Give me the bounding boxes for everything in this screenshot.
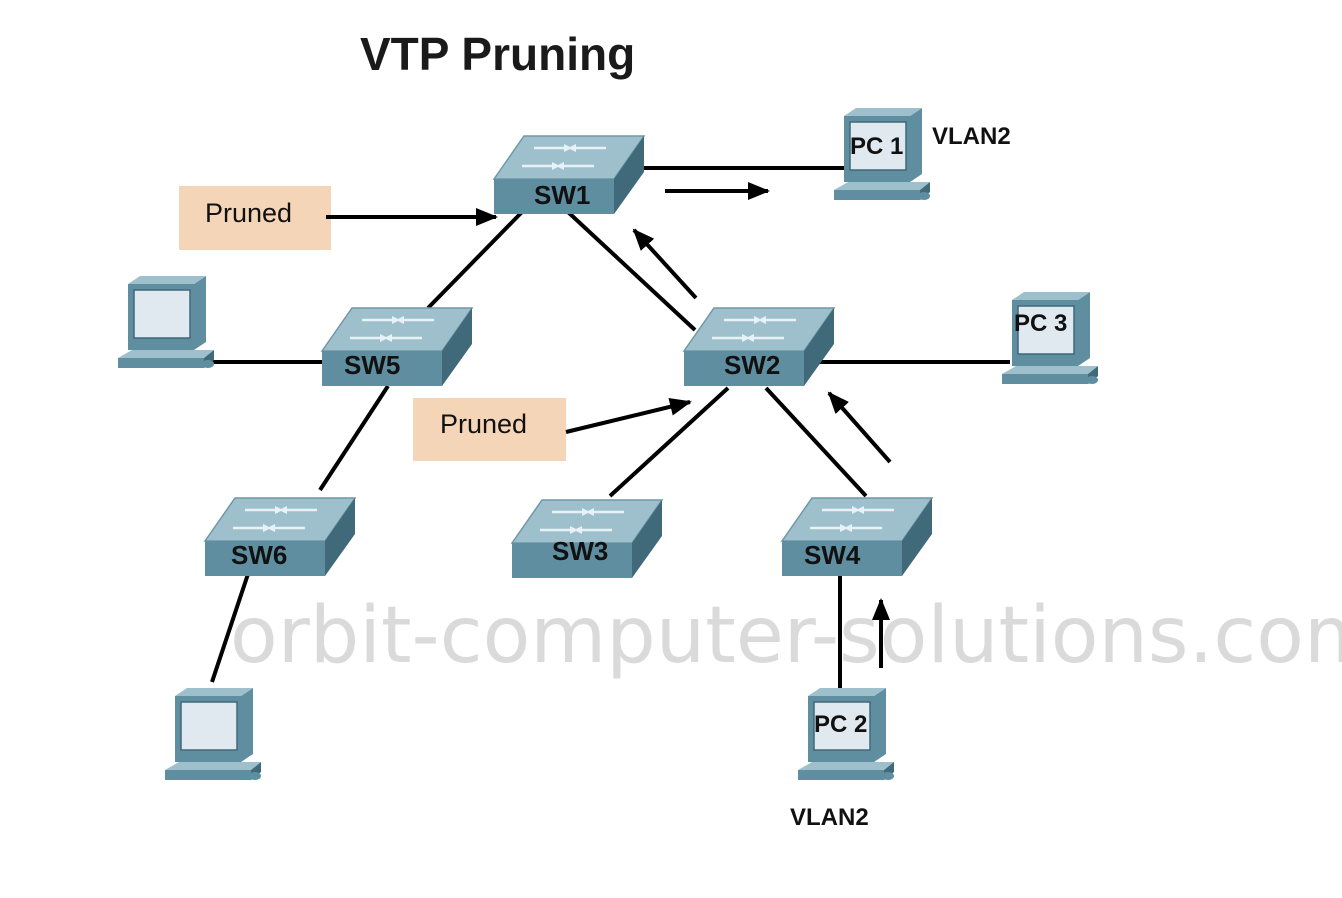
flow-arrows — [632, 182, 892, 668]
switch-sw1: SW1 — [492, 134, 646, 216]
link-sw2-sw4 — [764, 386, 868, 498]
pruned-text-top: Pruned — [205, 198, 292, 228]
switch-label-sw2: SW2 — [724, 350, 780, 380]
switch-label-sw6: SW6 — [231, 540, 287, 570]
vlan-label-pc1: VLAN2 — [932, 123, 1011, 150]
link-sw5-sw6 — [318, 384, 390, 492]
switch-sw3: SW3 — [510, 498, 664, 580]
switch-label-sw3: SW3 — [552, 536, 608, 566]
pc-2: PC 2 — [797, 687, 895, 781]
switch-sw6: SW6 — [203, 496, 357, 578]
pc-sw5 — [117, 275, 215, 369]
link-sw2-sw3 — [608, 386, 730, 498]
switch-label-sw1: SW1 — [534, 180, 590, 210]
links — [208, 166, 1010, 690]
switch-sw2: SW2 — [682, 306, 836, 388]
switch-label-sw4: SW4 — [804, 540, 861, 570]
vlan-label-pc2: VLAN2 — [790, 804, 869, 831]
link-sw1-sw2 — [566, 210, 697, 332]
watermark: orbit-computer-solutions.com — [230, 591, 1342, 681]
switch-label-sw5: SW5 — [344, 350, 400, 380]
pc-label-3: PC 3 — [1014, 310, 1067, 337]
pruned-text-middle: Pruned — [440, 409, 527, 439]
page-title: VTP Pruning — [360, 28, 635, 80]
link-sw1-sw5 — [426, 210, 524, 310]
pc-label-2: PC 2 — [814, 711, 867, 738]
link-sw6-pc — [210, 573, 250, 683]
pruned-label-top: Pruned — [179, 186, 331, 250]
pruned-label-middle: Pruned — [413, 398, 566, 461]
pc-1: PC 1 — [833, 107, 931, 201]
flow-arrow-sw4-to-sw2 — [827, 391, 892, 464]
pc-label-1: PC 1 — [850, 133, 903, 160]
pruned-arrow-middle — [565, 397, 692, 434]
switch-sw5: SW5 — [320, 306, 474, 388]
pc-3: PC 3 — [1001, 291, 1099, 385]
switch-sw4: SW4 — [780, 496, 934, 578]
flow-arrow-sw2-to-sw1 — [632, 228, 698, 300]
pc-sw6 — [164, 687, 262, 781]
